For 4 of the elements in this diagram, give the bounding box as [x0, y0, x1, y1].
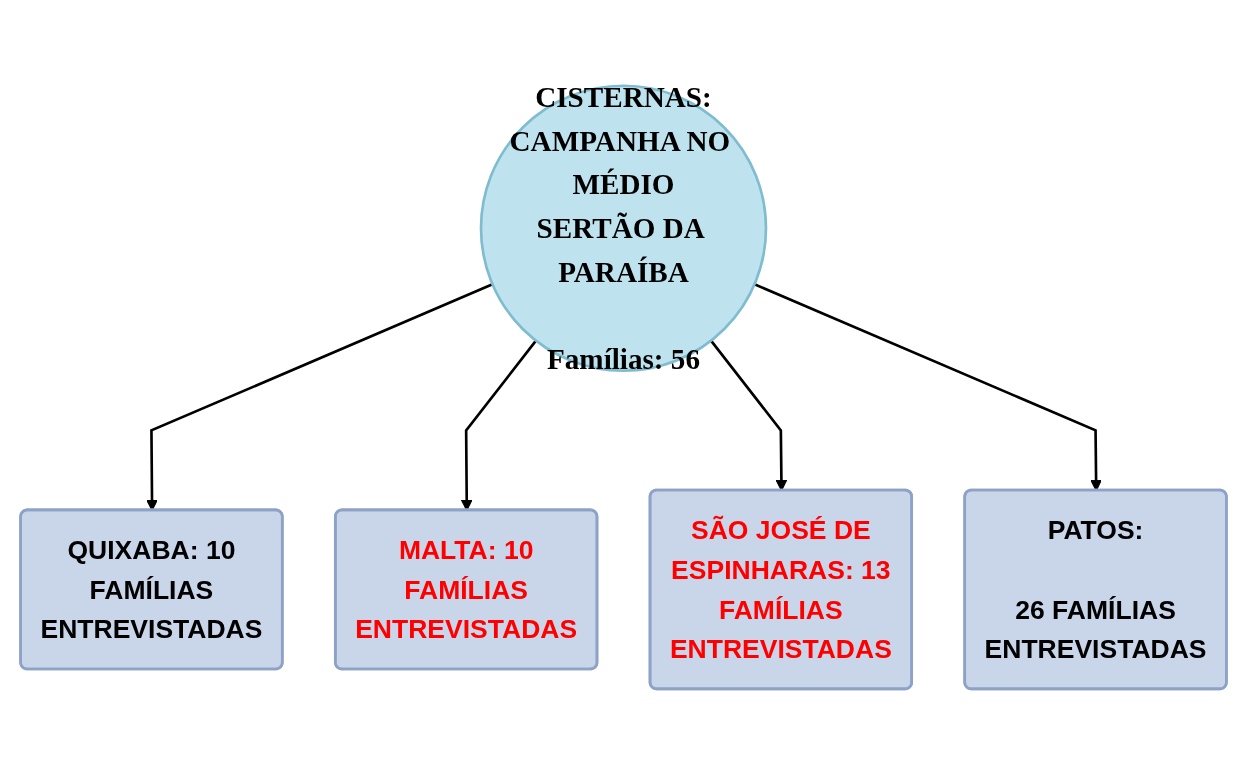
rounded-box: PATOS: 26 FAMÍLIAS ENTREVISTADAS — [963, 488, 1228, 691]
rounded-box: QUIXABA: 10 FAMÍLIAS ENTREVISTADAS — [19, 508, 284, 671]
rounded-box: SÃO JOSÉ DE ESPINHARAS: 13 FAMÍLIAS ENTREVISTADAS — [648, 488, 913, 691]
rounded-box: MALTA: 10 FAMÍLIAS ENTREVISTADAS — [334, 508, 599, 671]
